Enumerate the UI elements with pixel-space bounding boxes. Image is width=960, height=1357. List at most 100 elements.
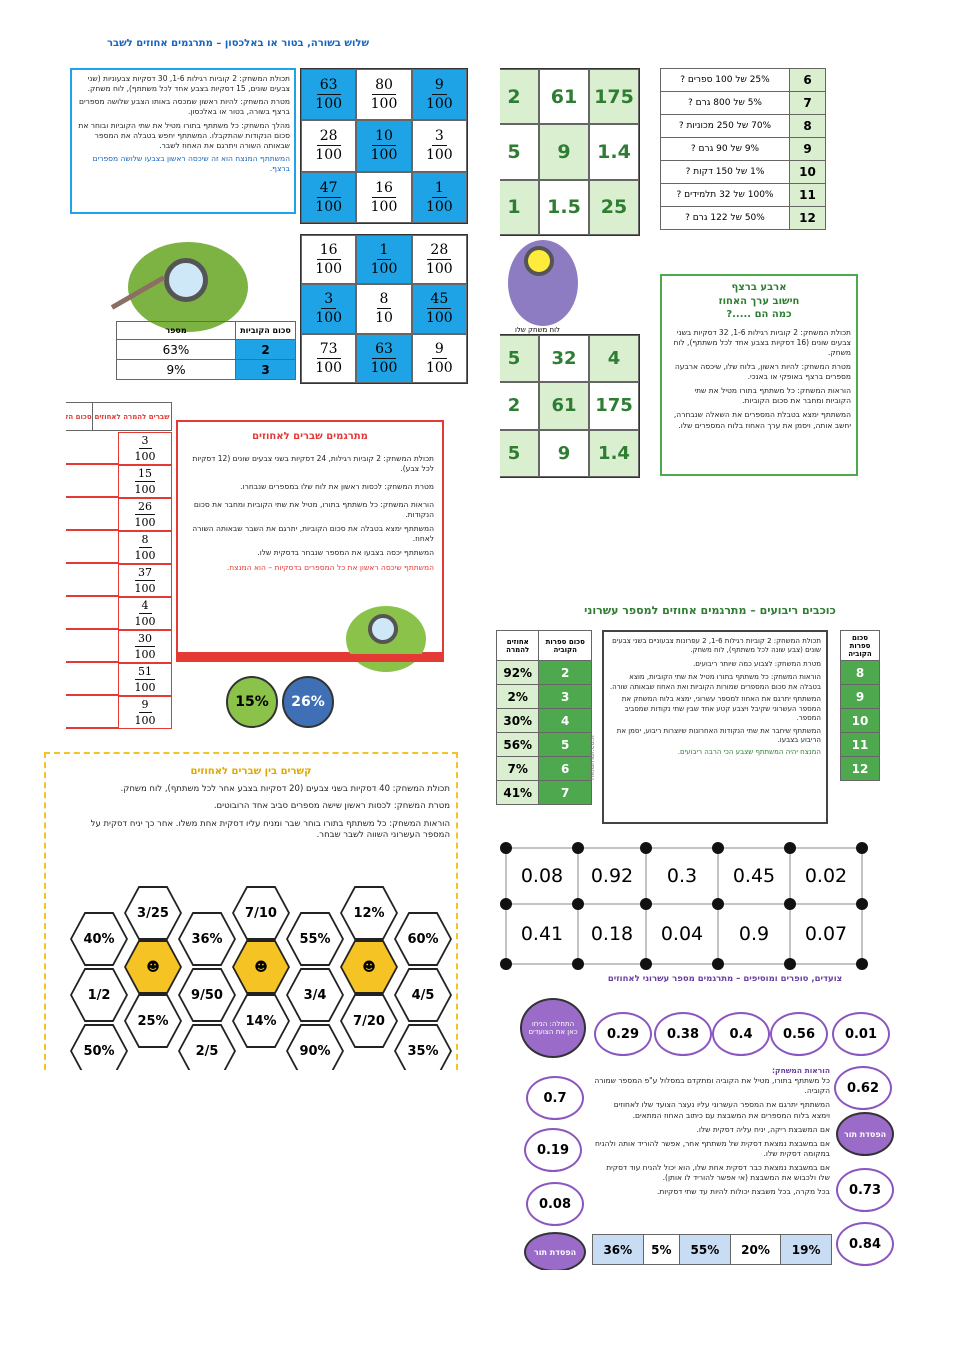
card3-fractions-table: סכום הקוביות שברים להמרה לאחוזים: [66, 402, 172, 431]
grid-dot[interactable]: [856, 842, 868, 854]
path-oval[interactable]: 0.62: [834, 1066, 892, 1110]
board-cell[interactable]: 0.18: [590, 923, 634, 945]
path-oval[interactable]: 0.56: [770, 1012, 828, 1056]
card-stars-squares: כוכבים ריבועים – מתרגמים אחוזים למספר עש…: [490, 600, 882, 980]
grid-dot[interactable]: [856, 898, 868, 910]
grid-dot[interactable]: [500, 842, 512, 854]
card1-instructions: תכולת המשחק: 2 קוביות רגילות 1-6, 30 דסק…: [70, 68, 296, 214]
board-cell[interactable]: 0.04: [660, 923, 704, 945]
board-cell[interactable]: 0.45: [732, 865, 776, 887]
circle-token[interactable]: 26%: [282, 676, 334, 728]
card4-credit: rikiamar.co.il: [588, 735, 596, 780]
grid-dot[interactable]: [572, 958, 584, 970]
card-walkers: צועדים, סופרים ומוסיפים – מתרגמים מספר ע…: [510, 970, 902, 1270]
path-oval[interactable]: 0.73: [836, 1168, 894, 1212]
grid-dot[interactable]: [500, 898, 512, 910]
hex-cell[interactable]: 3/4: [286, 968, 344, 1022]
hex-cell[interactable]: 60%: [394, 912, 452, 966]
circle-token[interactable]: 15%: [226, 676, 278, 728]
hex-cell[interactable]: 50%: [70, 1024, 128, 1070]
hex-cell[interactable]: 55%: [286, 912, 344, 966]
grid-dot[interactable]: [784, 898, 796, 910]
hex-cell[interactable]: 4/5: [394, 968, 452, 1022]
hex-cell[interactable]: 12%: [340, 886, 398, 940]
grid-dot[interactable]: [640, 958, 652, 970]
grid-dot[interactable]: [712, 842, 724, 854]
board-cell[interactable]: 0.3: [666, 865, 698, 887]
path-oval[interactable]: 0.38: [654, 1012, 712, 1056]
board-cell[interactable]: 0.92: [590, 865, 634, 887]
board-cell[interactable]: 0.07: [804, 923, 848, 945]
path-oval[interactable]: 0.4: [712, 1012, 770, 1056]
grid-dot[interactable]: [856, 958, 868, 970]
start-circle[interactable]: התחלה: הניחו כאן את הצועדים: [520, 998, 586, 1058]
hex-cell[interactable]: 3/25: [124, 886, 182, 940]
card1-instr-1: תכולת המשחק: 2 קוביות רגילות 1-6, 30 דסק…: [87, 74, 290, 94]
card1-title: שלוש בשורה, בטור או באלכסון – מתרגמים אח…: [106, 38, 370, 49]
hex-cell[interactable]: 9/50: [178, 968, 236, 1022]
card6-instructions-title: הוראות המשחק:: [772, 1066, 830, 1075]
grid-dot[interactable]: [572, 842, 584, 854]
hex-cell[interactable]: 1/2: [70, 968, 128, 1022]
hex-cell[interactable]: 36%: [178, 912, 236, 966]
robot-hex-icon: ☻: [340, 940, 398, 994]
grid-dot[interactable]: [712, 898, 724, 910]
path-oval[interactable]: 0.84: [836, 1222, 894, 1266]
table-row: 5% של 800 גרם ?7: [660, 91, 826, 115]
grid-dot[interactable]: [784, 842, 796, 854]
card4-dot-board[interactable]: 0.08 0.92 0.3 0.45 0.02 0.41 0.18 0.04 0…: [500, 842, 868, 970]
lose-turn-oval[interactable]: הפסדת תור: [524, 1232, 586, 1270]
hex-cell[interactable]: 25%: [124, 994, 182, 1048]
hex-cell[interactable]: 40%: [70, 912, 128, 966]
grid-dot[interactable]: [572, 898, 584, 910]
path-oval[interactable]: 0.7: [526, 1076, 584, 1120]
grid-dot[interactable]: [784, 958, 796, 970]
hex-cell[interactable]: 14%: [232, 994, 290, 1048]
hex-cell[interactable]: 2/5: [178, 1024, 236, 1070]
hex-cell[interactable]: 90%: [286, 1024, 344, 1070]
path-oval[interactable]: 0.01: [832, 1012, 890, 1056]
lose-turn-oval[interactable]: הפסדת תור: [836, 1112, 894, 1156]
grid-dot[interactable]: [712, 958, 724, 970]
grid-dot[interactable]: [500, 958, 512, 970]
path-oval[interactable]: 0.19: [524, 1128, 582, 1172]
board-cell[interactable]: 0.08: [520, 865, 564, 887]
hex-cell[interactable]: 7/10: [232, 886, 290, 940]
board-cell[interactable]: 0.02: [804, 865, 848, 887]
card2-instructions-box: ארבע ברצף חישוב ערך האחוז כמה הם .....? …: [660, 274, 858, 476]
card1-dice-table: מספר סכום הקוביות 63% 2 9% 3: [116, 321, 296, 380]
hex-cell[interactable]: 7/20: [340, 994, 398, 1048]
grid-dot[interactable]: [640, 898, 652, 910]
path-oval[interactable]: 0.29: [594, 1012, 652, 1056]
hex-cell[interactable]: 35%: [394, 1024, 452, 1070]
card3-title: מתרגמים שברים לאחוזים: [252, 431, 368, 442]
path-oval[interactable]: 0.08: [526, 1182, 584, 1226]
grid-dot[interactable]: [640, 842, 652, 854]
board-cell[interactable]: 0.41: [520, 923, 564, 945]
board-cell[interactable]: 0.9: [738, 923, 770, 945]
